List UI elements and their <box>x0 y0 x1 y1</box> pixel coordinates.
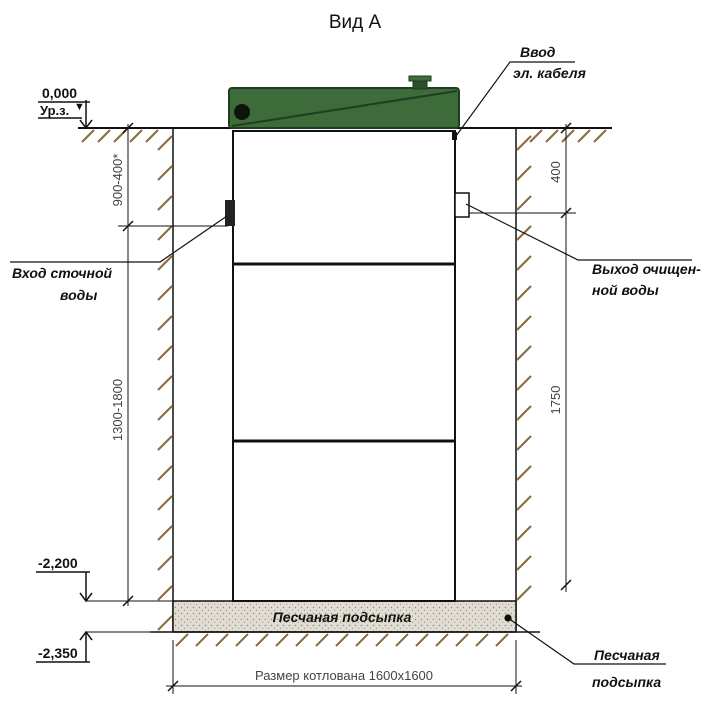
dim-inlet-to-bottom: 1300-1800 <box>110 379 125 441</box>
inlet-label-line1: Вход сточной <box>12 265 113 281</box>
view-title: Вид А <box>329 12 382 33</box>
inlet-pipe <box>225 200 235 226</box>
inlet-label-line2: воды <box>60 287 97 303</box>
dim-pit-size: Размер котлована 1600x1600 <box>255 668 433 683</box>
cable-label-line2: эл. кабеля <box>513 65 586 81</box>
leader-sand <box>504 614 666 665</box>
level-zero-marker <box>38 100 93 130</box>
right-dimension <box>469 122 576 592</box>
level-zero-caption: Ур.з. <box>40 103 69 118</box>
level-2200-marker <box>36 571 173 603</box>
leader-outlet <box>465 203 692 261</box>
ground-hatch <box>81 129 607 143</box>
pit-wall-hatch-right <box>516 135 532 601</box>
pit-wall-hatch-left <box>157 135 173 631</box>
leader-inlet <box>10 215 228 263</box>
level-2200-value: -2,200 <box>38 555 78 571</box>
dim-outlet-to-bottom: 1750 <box>548 386 563 415</box>
left-dimension <box>118 122 228 607</box>
dim-lid-to-outlet: 400 <box>548 161 563 183</box>
outlet-label-line1: Выход очищен- <box>592 261 701 277</box>
leader-cable <box>455 61 575 137</box>
sand-bed-label: Песчаная подсыпка <box>273 609 412 625</box>
cable-entry <box>452 132 457 140</box>
sand-bed <box>172 600 517 633</box>
bottom-dimension <box>166 640 522 694</box>
tank-body <box>232 130 456 602</box>
outlet-label-line2: ной воды <box>592 282 659 298</box>
sand-label-line2: подсыпка <box>592 674 661 690</box>
level-zero-value: 0,000 <box>42 85 77 101</box>
cable-label-line1: Ввод <box>520 44 556 60</box>
level-zero-star: ▼ <box>74 101 85 113</box>
tank-lid <box>228 75 460 129</box>
dim-depth-to-inlet: 900-400* <box>110 154 125 207</box>
level-2350-marker <box>36 630 150 663</box>
pit-bottom-hatch <box>175 633 509 647</box>
sand-label-line1: Песчаная <box>594 647 660 663</box>
level-2350-value: -2,350 <box>38 645 78 661</box>
